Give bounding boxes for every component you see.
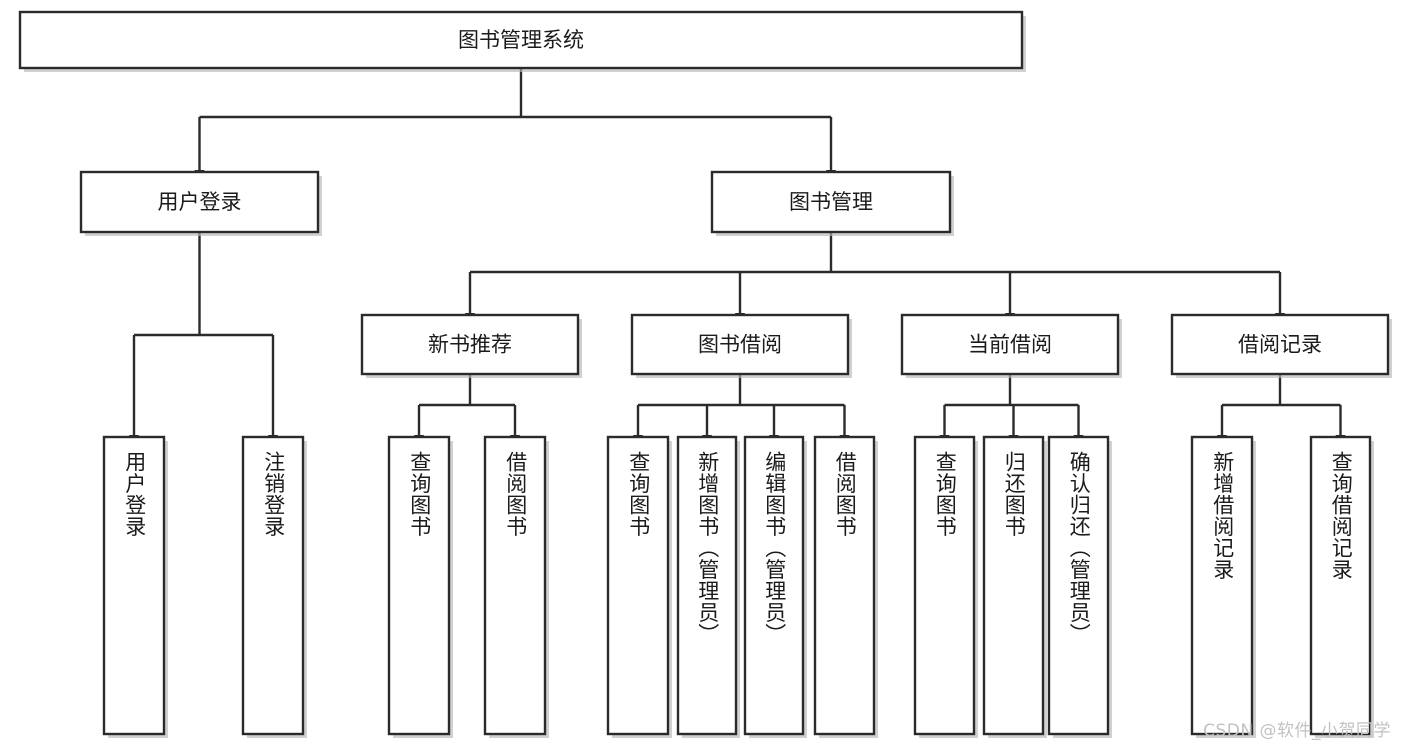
node-label-current-borrow: 当前借阅	[968, 333, 1052, 357]
connector-lines	[129, 68, 1346, 446]
node-boxes	[18, 10, 1392, 738]
node-box-new-book-recommend[interactable]	[360, 313, 580, 376]
node-box-leaf-add-borrow-record[interactable]	[1190, 435, 1254, 736]
node-label-book-borrow: 图书借阅	[698, 333, 782, 357]
node-box-leaf-query-book-current[interactable]	[913, 435, 976, 736]
node-box-borrow-record[interactable]	[1170, 313, 1390, 376]
node-box-leaf-query-book-borrow[interactable]	[606, 435, 670, 736]
node-box-leaf-add-book-admin[interactable]	[676, 435, 738, 736]
node-box-current-borrow[interactable]	[900, 313, 1120, 376]
watermark-credit: CSDN @软件_小贺同学	[1203, 721, 1391, 741]
node-label-root: 图书管理系统	[458, 28, 584, 52]
node-box-leaf-query-borrow-record[interactable]	[1309, 435, 1372, 736]
node-label-new-book-recommend: 新书推荐	[428, 333, 512, 357]
node-box-user-login[interactable]	[79, 170, 320, 234]
node-box-leaf-user-login[interactable]	[102, 435, 166, 736]
node-box-root[interactable]	[18, 10, 1024, 70]
node-label-borrow-record: 借阅记录	[1238, 333, 1322, 357]
node-label-user-login: 用户登录	[158, 190, 242, 214]
node-box-leaf-edit-book-admin[interactable]	[743, 435, 805, 736]
node-box-book-manage[interactable]	[710, 170, 952, 234]
node-box-leaf-borrow-book-recommend[interactable]	[483, 435, 547, 736]
node-box-leaf-borrow-book[interactable]	[813, 435, 876, 736]
node-box-leaf-logout[interactable]	[241, 435, 305, 736]
node-box-leaf-return-book[interactable]	[982, 435, 1045, 736]
node-box-book-borrow[interactable]	[630, 313, 850, 376]
node-label-book-manage: 图书管理	[789, 190, 873, 214]
node-box-leaf-query-book-recommend[interactable]	[387, 435, 451, 736]
node-box-leaf-confirm-return-admin[interactable]	[1047, 435, 1110, 736]
